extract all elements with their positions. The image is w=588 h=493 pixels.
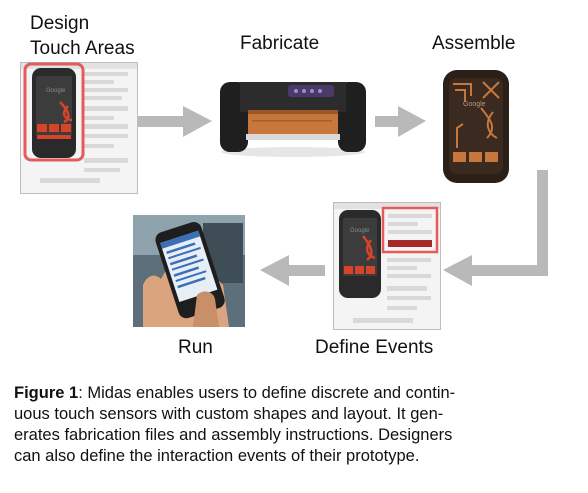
design-tool-screenshot: Google bbox=[20, 62, 138, 194]
caption-line-1: Figure 1: Midas enables users to define … bbox=[14, 383, 580, 404]
arrow-fabricate-to-assemble bbox=[375, 116, 400, 127]
caption-line-4: can also define the interaction events o… bbox=[14, 447, 420, 465]
cutter-copper-sheet bbox=[248, 110, 338, 136]
run-photo bbox=[133, 215, 245, 327]
define-events-phone-brand: Google bbox=[350, 228, 370, 234]
arrow-design-to-fabricate bbox=[135, 116, 185, 127]
vinyl-cutter-image bbox=[220, 82, 366, 157]
arrow-assemble-left bbox=[470, 265, 548, 276]
design-controls bbox=[40, 72, 128, 183]
design-phone-brand: Google bbox=[46, 88, 66, 94]
design-touch-area-highlight bbox=[23, 62, 85, 162]
assembled-sensors bbox=[453, 152, 498, 162]
stage-label-assemble: Assemble bbox=[432, 33, 516, 54]
caption-line-3: erates fabrication files and assembly in… bbox=[14, 426, 453, 444]
stage-label-run: Run bbox=[178, 337, 213, 358]
figure-label: Figure 1 bbox=[14, 384, 79, 402]
caption-line-2: uous touch sensors with custom shapes an… bbox=[14, 405, 444, 423]
define-events-screenshot: Google bbox=[333, 202, 441, 330]
arrow-design-to-fabricate-head bbox=[183, 106, 212, 137]
flow-arrows bbox=[135, 106, 548, 286]
define-events-controls bbox=[353, 258, 431, 323]
stage-label-design-line1: Design bbox=[30, 13, 90, 34]
arrow-fabricate-to-assemble-head bbox=[398, 106, 426, 137]
copper-traces bbox=[453, 81, 500, 148]
caption-line-1-text: : Midas enables users to define discrete… bbox=[78, 384, 456, 402]
arrow-assemble-down bbox=[537, 170, 548, 276]
assembled-phone-brand: Google bbox=[463, 101, 486, 108]
arrow-define-to-run-head bbox=[260, 255, 289, 286]
define-events-sensors bbox=[344, 266, 375, 274]
arrow-assemble-left-head bbox=[443, 255, 472, 286]
run-phone-screen bbox=[160, 230, 218, 303]
figure-caption: Figure 1: Midas enables users to define … bbox=[14, 383, 580, 467]
stage-label-define-events: Define Events bbox=[315, 337, 434, 358]
design-sensors bbox=[37, 124, 71, 139]
stage-label-fabricate: Fabricate bbox=[240, 33, 320, 54]
arrow-define-to-run bbox=[287, 265, 325, 276]
assembled-phone-image: Google bbox=[443, 70, 509, 183]
stage-label-design-line2: Touch Areas bbox=[30, 38, 135, 59]
events-panel-highlight bbox=[381, 206, 439, 254]
